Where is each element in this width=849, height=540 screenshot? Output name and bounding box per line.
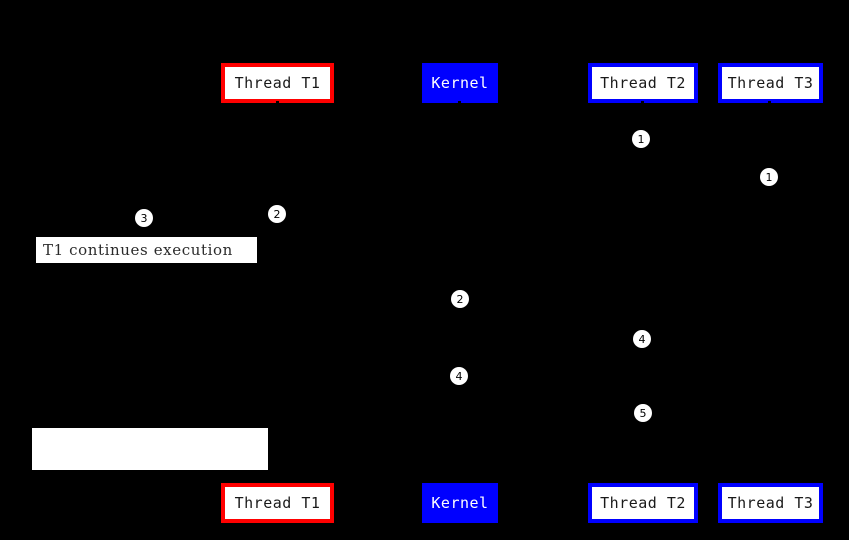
lifeline-nub-t1-top bbox=[276, 101, 279, 106]
participant-header-t3[interactable]: Thread T3 bbox=[718, 63, 823, 103]
participant-footer-kernel[interactable]: Kernel bbox=[422, 483, 498, 523]
step-marker-t1-3[interactable]: 3 bbox=[135, 209, 153, 227]
participant-header-kernel[interactable]: Kernel bbox=[422, 63, 498, 103]
step-marker-number: 4 bbox=[455, 369, 463, 383]
step-marker-number: 2 bbox=[273, 207, 281, 221]
step-marker-number: 3 bbox=[140, 211, 148, 225]
step-marker-t2-4[interactable]: 4 bbox=[633, 330, 651, 348]
participant-label-t3: Thread T3 bbox=[727, 74, 814, 92]
lifeline-nub-t2-top bbox=[641, 101, 644, 106]
lifeline-nub-t3-bottom bbox=[768, 478, 771, 483]
step-marker-t2-1[interactable]: 1 bbox=[632, 130, 650, 148]
step-marker-number: 1 bbox=[765, 170, 773, 184]
participant-label-t1: Thread T1 bbox=[234, 74, 321, 92]
participant-label-kernel-footer: Kernel bbox=[431, 494, 489, 512]
step-marker-number: 4 bbox=[638, 332, 646, 346]
participant-label-t2-footer: Thread T2 bbox=[600, 494, 686, 512]
lifeline-nub-kernel-bottom bbox=[458, 478, 461, 483]
participant-footer-t1[interactable]: Thread T1 bbox=[221, 483, 334, 523]
participant-header-t1[interactable]: Thread T1 bbox=[221, 63, 334, 103]
note-text: T1 continues execution bbox=[43, 241, 233, 259]
step-marker-t3-1[interactable]: 1 bbox=[760, 168, 778, 186]
lifeline-nub-kernel-top bbox=[458, 101, 461, 106]
step-marker-kernel-4[interactable]: 4 bbox=[450, 367, 468, 385]
lifeline-t3 bbox=[769, 104, 771, 482]
lifeline-t2 bbox=[642, 104, 644, 482]
step-marker-t2-5[interactable]: 5 bbox=[634, 404, 652, 422]
participant-label-kernel: Kernel bbox=[431, 74, 489, 92]
participant-label-t1-footer: Thread T1 bbox=[234, 494, 321, 512]
step-marker-t1-2[interactable]: 2 bbox=[268, 205, 286, 223]
step-marker-kernel-2[interactable]: 2 bbox=[451, 290, 469, 308]
blank-note-bottom-left bbox=[32, 428, 268, 470]
participant-header-t2[interactable]: Thread T2 bbox=[588, 63, 698, 103]
participant-label-t3-footer: Thread T3 bbox=[727, 494, 814, 512]
note-t1-continues-execution: T1 continues execution bbox=[36, 237, 257, 263]
step-marker-number: 2 bbox=[456, 292, 464, 306]
participant-footer-t2[interactable]: Thread T2 bbox=[588, 483, 698, 523]
lifeline-nub-t1-bottom bbox=[276, 478, 279, 483]
participant-footer-t3[interactable]: Thread T3 bbox=[718, 483, 823, 523]
lifeline-nub-t3-top bbox=[768, 101, 771, 106]
participant-label-t2: Thread T2 bbox=[600, 74, 686, 92]
step-marker-number: 1 bbox=[637, 132, 645, 146]
step-marker-number: 5 bbox=[639, 406, 647, 420]
lifeline-nub-t2-bottom bbox=[641, 478, 644, 483]
lifeline-t1 bbox=[277, 104, 279, 482]
